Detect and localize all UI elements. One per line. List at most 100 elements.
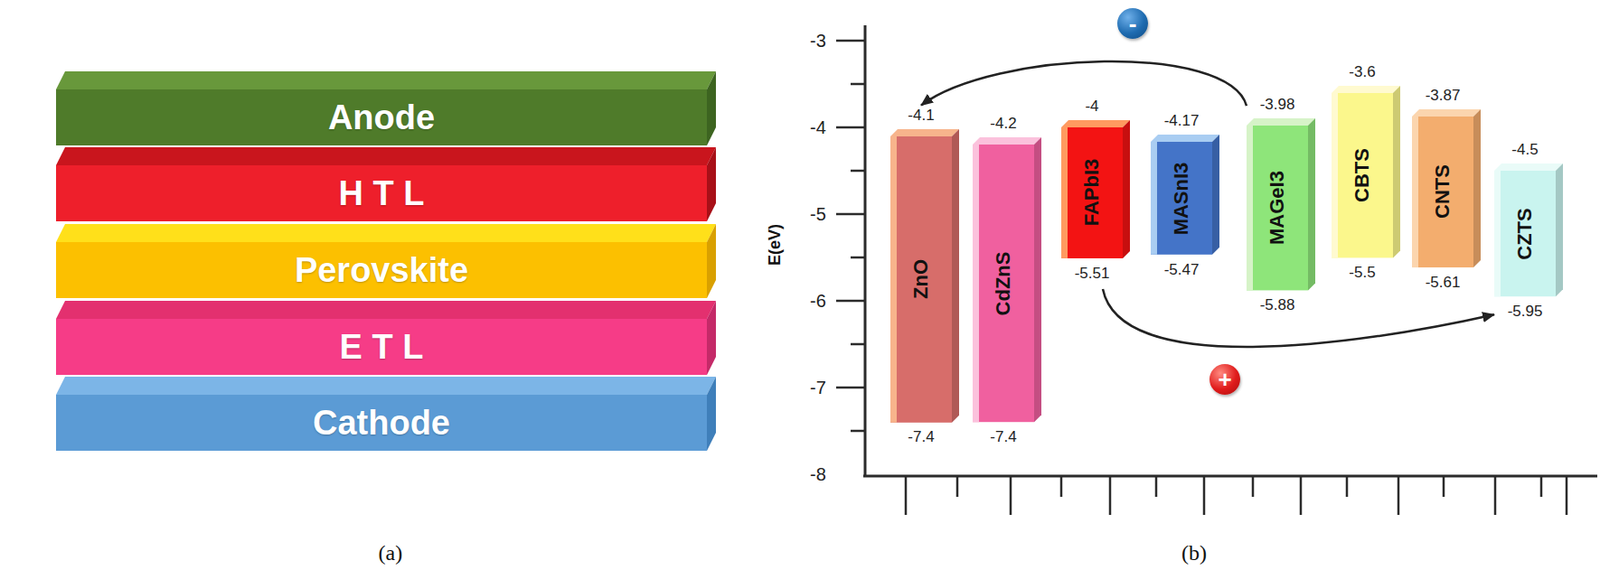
bar-side-face xyxy=(951,129,960,424)
bar-side-face xyxy=(1034,137,1042,423)
energy-level-column: -3.98MAGeI3-5.88 xyxy=(1246,94,1309,321)
energy-bar: CNTS xyxy=(1411,116,1474,268)
bar-front xyxy=(1061,127,1123,259)
tick xyxy=(1494,476,1497,516)
bar-top-face xyxy=(1494,163,1563,171)
slab-side-face xyxy=(706,71,716,146)
slab-side-face xyxy=(706,224,716,299)
material-name: FAPbI3 xyxy=(1082,159,1102,227)
bar-side-face xyxy=(1392,85,1401,258)
energy-level-column: -3.87CNTS -5.61 xyxy=(1411,85,1474,299)
tick xyxy=(850,430,866,433)
tick xyxy=(850,83,866,86)
bar-front xyxy=(1150,141,1213,255)
energy-bar: MAGeI3 xyxy=(1246,125,1309,291)
tick xyxy=(850,256,866,260)
tick xyxy=(1251,476,1255,498)
bar-top-face xyxy=(890,129,960,137)
tick xyxy=(850,169,866,173)
layer-label: H T L xyxy=(338,174,425,214)
bar-side-shade xyxy=(1392,85,1401,258)
tick xyxy=(836,300,866,303)
energy-value: -4.5 xyxy=(1511,140,1538,160)
energy-value: -3.87 xyxy=(1425,85,1461,105)
bar-side-face xyxy=(1555,163,1563,297)
energy-bar: ZnO xyxy=(890,136,952,424)
energy-level-column: -4.17MASnI3-5.47 xyxy=(1150,111,1213,286)
energy-value: -4 xyxy=(1084,96,1099,116)
axis-tick-label: -6 xyxy=(809,291,827,311)
material-name: CZTS xyxy=(1515,207,1535,260)
tick xyxy=(1155,476,1158,498)
bar-front xyxy=(1494,170,1556,297)
tick xyxy=(1345,476,1349,498)
tick xyxy=(836,126,866,130)
bar-highlight xyxy=(1494,170,1501,297)
material-name: MASnI3 xyxy=(1171,161,1192,236)
energy-level-column: -3.6CBTS-5.5 xyxy=(1331,62,1393,289)
slab-top-face xyxy=(56,147,716,166)
energy-value: -4.2 xyxy=(989,113,1017,133)
slab-side-face xyxy=(706,301,716,376)
energy-value: -7.4 xyxy=(907,427,934,447)
tick xyxy=(1442,476,1446,498)
energy-value: -5.95 xyxy=(1507,301,1544,321)
slab-top-face xyxy=(56,376,716,396)
axis-tick-label: -7 xyxy=(809,377,827,398)
tick xyxy=(956,476,960,498)
energy-value: -5.88 xyxy=(1260,295,1296,315)
axis-tick-label: -8 xyxy=(809,464,827,485)
axis-tick-label: -5 xyxy=(809,204,827,225)
layer-slab: E T L xyxy=(56,319,707,376)
tick xyxy=(1299,476,1303,516)
bar-side-shade xyxy=(1308,118,1316,291)
axis-tick-label: -3 xyxy=(809,30,827,51)
layer-label: Perovskite xyxy=(294,251,469,291)
bar-front xyxy=(1411,116,1474,268)
bar-side-face xyxy=(1212,134,1220,255)
energy-value: -5.61 xyxy=(1425,272,1461,292)
charge-transfer-arrow xyxy=(921,61,1247,106)
bar-front xyxy=(972,144,1035,423)
energy-level-column: -4.2CdZnS-7.4 xyxy=(972,113,1035,453)
layer-slab: Anode xyxy=(56,89,707,146)
tick xyxy=(836,213,866,217)
tick xyxy=(836,386,866,390)
y-ticks xyxy=(836,40,866,432)
layer-label: Anode xyxy=(328,98,435,138)
bar-side-shade xyxy=(1212,134,1220,255)
charge-sign: + xyxy=(1217,367,1232,392)
layer-slab: Perovskite xyxy=(56,242,707,299)
bar-highlight xyxy=(1150,141,1158,255)
energy-bar: MASnI3 xyxy=(1150,141,1213,255)
bar-highlight xyxy=(890,136,897,424)
energy-value: -3.6 xyxy=(1348,62,1375,82)
bar-front xyxy=(890,136,952,424)
tick xyxy=(1009,476,1013,516)
tick xyxy=(1203,476,1206,516)
bar-side-shade xyxy=(1122,120,1130,259)
x-ticks xyxy=(905,476,1567,516)
bar-highlight xyxy=(1246,125,1253,291)
slab-top-face xyxy=(56,301,716,320)
energy-bar: CZTS xyxy=(1494,170,1556,297)
tick xyxy=(1109,476,1112,516)
charge-sign: - xyxy=(1129,11,1138,36)
bar-side-shade xyxy=(951,129,960,424)
material-name: CNTS xyxy=(1432,164,1453,219)
energy-level-column: -4.1ZnO-7.4 xyxy=(890,105,952,454)
energy-bar: CdZnS xyxy=(972,144,1035,423)
bar-highlight xyxy=(972,144,979,423)
bar-side-shade xyxy=(1034,137,1042,423)
charge-circle: - xyxy=(1117,8,1149,39)
layer-label: E T L xyxy=(339,328,424,368)
bar-top-face xyxy=(1331,85,1401,94)
bar-top-face xyxy=(1411,109,1481,117)
material-name: MAGeI3 xyxy=(1267,170,1288,245)
material-name: CdZnS xyxy=(993,251,1014,316)
bar-side-face xyxy=(1473,109,1481,268)
panel-label: (a) xyxy=(378,541,404,565)
bar-top-face xyxy=(972,137,1042,145)
bar-side-face xyxy=(1308,118,1316,291)
